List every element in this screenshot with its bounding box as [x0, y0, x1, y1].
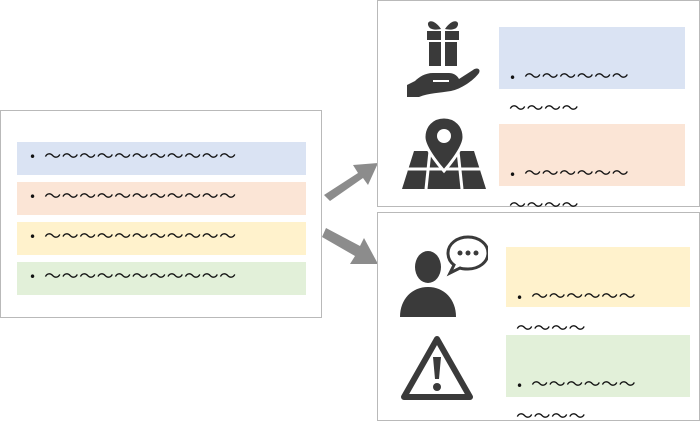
item-text: 〜〜〜〜〜〜〜〜〜〜〜 [44, 147, 237, 167]
left-panel: • 〜〜〜〜〜〜〜〜〜〜〜 • 〜〜〜〜〜〜〜〜〜〜〜 • 〜〜〜〜〜〜〜〜〜〜〜 •… [0, 110, 322, 318]
card-line-1: 〜〜〜〜〜〜 [531, 287, 637, 307]
bottom-right-card-1: •〜〜〜〜〜〜〜〜〜〜 [506, 247, 690, 339]
left-item-2: • 〜〜〜〜〜〜〜〜〜〜〜 [17, 182, 306, 215]
bullet: • [29, 150, 37, 164]
bullet: • [29, 190, 37, 204]
person-speech-icon [400, 235, 488, 317]
top-right-card-1: •〜〜〜〜〜〜〜〜〜〜 [499, 27, 685, 119]
card-line-2: 〜〜〜〜 [516, 407, 586, 421]
card-line-1: 〜〜〜〜〜〜 [531, 375, 637, 395]
card-line-2: 〜〜〜〜 [509, 196, 579, 216]
warning-icon [401, 336, 473, 400]
bullet: • [516, 379, 524, 393]
card-line-2: 〜〜〜〜 [516, 319, 586, 339]
bottom-right-panel: •〜〜〜〜〜〜〜〜〜〜 •〜〜〜〜〜〜〜〜〜〜 [377, 212, 700, 421]
bullet: • [29, 230, 37, 244]
card-line-2: 〜〜〜〜 [509, 99, 579, 119]
top-right-card-2: •〜〜〜〜〜〜〜〜〜〜 [499, 124, 685, 216]
gift-hand-icon [407, 21, 480, 97]
arrow-down-right-icon [322, 228, 378, 264]
left-item-1: • 〜〜〜〜〜〜〜〜〜〜〜 [17, 142, 306, 175]
left-item-4: • 〜〜〜〜〜〜〜〜〜〜〜 [17, 262, 306, 295]
bullet: • [509, 168, 517, 182]
bullet: • [509, 71, 517, 85]
bullet: • [29, 270, 37, 284]
item-text: 〜〜〜〜〜〜〜〜〜〜〜 [44, 227, 237, 247]
arrow-up-right-icon [324, 163, 378, 201]
map-pin-icon [402, 115, 486, 190]
item-text: 〜〜〜〜〜〜〜〜〜〜〜 [44, 187, 237, 207]
card-line-1: 〜〜〜〜〜〜 [524, 67, 630, 87]
top-right-panel: •〜〜〜〜〜〜〜〜〜〜 •〜〜〜〜〜〜〜〜〜〜 [377, 0, 700, 216]
bottom-right-card-2: •〜〜〜〜〜〜〜〜〜〜 [506, 335, 690, 421]
card-line-1: 〜〜〜〜〜〜 [524, 164, 630, 184]
bullet: • [516, 291, 524, 305]
left-item-3: • 〜〜〜〜〜〜〜〜〜〜〜 [17, 222, 306, 255]
item-text: 〜〜〜〜〜〜〜〜〜〜〜 [44, 267, 237, 287]
